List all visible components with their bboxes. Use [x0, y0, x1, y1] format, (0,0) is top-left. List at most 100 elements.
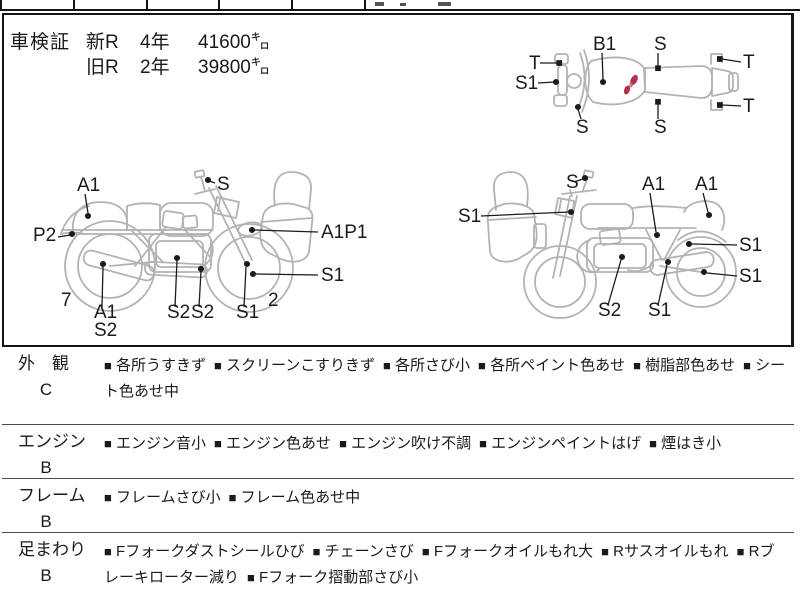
- reg-year-old: 2年: [140, 57, 170, 78]
- motorcycle-left-side-art: S1 S A1 A1 S1 S1 S2 S1: [458, 169, 762, 321]
- diagram-label: A1: [94, 302, 117, 323]
- odometer-row-new: 新R 4年 41600㌔: [86, 30, 270, 55]
- diagram-label: A1P1: [321, 222, 367, 243]
- diagram-label: S2: [167, 302, 190, 323]
- item-bullet-icon: ■: [104, 490, 112, 505]
- reg-year-new: 4年: [140, 32, 170, 53]
- odometer-new: 41600㌔: [198, 32, 270, 53]
- item-bullet-icon: ■: [601, 544, 609, 559]
- strip-divider: [291, 0, 293, 9]
- condition-item: ■ Fフォークオイルもれ大: [421, 543, 594, 560]
- item-bullet-icon: ■: [633, 358, 641, 373]
- condition-category-cell: フレーム B: [2, 479, 104, 532]
- shaken-title: 車検証: [10, 32, 71, 53]
- condition-items: ■ 各所うすきず■ スクリーンこすりきず■ 各所さび小■ 各所ペイント色あせ■ …: [104, 347, 794, 424]
- item-bullet-icon: ■: [383, 358, 391, 373]
- item-bullet-icon: ■: [104, 358, 112, 373]
- condition-category-label: 足まわり: [18, 540, 86, 559]
- strip-text-fragment: [400, 3, 406, 6]
- item-bullet-icon: ■: [478, 358, 486, 373]
- condition-category-cell: エンジン B: [2, 425, 104, 478]
- diagram-label: 2: [268, 290, 279, 311]
- condition-grade: B: [40, 458, 52, 477]
- diagram-label: S1: [458, 206, 481, 227]
- condition-item: ■ エンジンペイントはげ: [479, 435, 642, 452]
- item-bullet-icon: ■: [104, 544, 112, 559]
- diagram-label: S2: [191, 302, 214, 323]
- diagram-label: S2: [94, 320, 117, 341]
- item-bullet-icon: ■: [421, 544, 430, 559]
- item-bullet-icon: ■: [214, 358, 222, 373]
- item-bullet-icon: ■: [214, 436, 222, 451]
- condition-item: ■ スクリーンこすりきず: [214, 357, 376, 374]
- condition-grade: B: [40, 512, 52, 531]
- condition-items: ■ Fフォークダストシールひび■ チェーンさび■ Fフォークオイルもれ大■ Rサ…: [104, 533, 794, 600]
- item-bullet-icon: ■: [247, 570, 255, 585]
- condition-items: ■ エンジン音小■ エンジン色あせ■ エンジン吹け不調■ エンジンペイントはげ■…: [104, 425, 794, 478]
- odometer-old: 39800㌔: [198, 57, 270, 78]
- diagram-label: S1: [648, 300, 671, 321]
- condition-item: ■ エンジン吹け不調: [339, 435, 472, 452]
- diagram-label: B1: [593, 34, 616, 55]
- condition-item: ■ 各所うすきず: [104, 357, 207, 374]
- strip-divider: [73, 0, 75, 9]
- condition-category-label: フレーム: [18, 486, 86, 505]
- diagram-label: 7: [61, 290, 72, 311]
- strip-divider: [364, 0, 366, 9]
- condition-item: ■ 樹脂部色あせ: [633, 357, 736, 374]
- condition-item: ■ 煙はき小: [649, 435, 722, 452]
- item-bullet-icon: ■: [228, 490, 237, 505]
- motorcycle-right-side-art: A1 S P2 A1P1 S1 7 A1 S2 S2 S2 S1 2: [33, 169, 367, 341]
- condition-item: ■ Rブレーキローター減り: [104, 543, 775, 586]
- item-bullet-icon: ■: [649, 436, 657, 451]
- reg-era-new: 新R: [86, 32, 119, 53]
- condition-row-2: フレーム B ■ フレームさび小 ■ フレーム色あせ中: [2, 479, 794, 533]
- diagram-label: A1: [77, 175, 100, 196]
- condition-item: ■ Fフォーク摺動部さび小: [247, 569, 419, 586]
- motorcycle-right-side-diagram: A1 S P2 A1P1 S1 7 A1 S2 S2 S2 S1 2: [25, 160, 370, 342]
- diagram-label: S: [576, 117, 589, 138]
- item-bullet-icon: ■: [339, 436, 347, 451]
- motorcycle-top-view-diagram: B1 S T S1 S S T T: [505, 22, 795, 152]
- diagram-label: S2: [598, 300, 621, 321]
- condition-grade: B: [40, 566, 52, 585]
- strip-divider: [0, 0, 2, 9]
- condition-item: ■ シート色あせ中: [104, 357, 786, 400]
- top-table-strip: [0, 0, 800, 11]
- condition-item: ■ Fフォークダストシールひび: [104, 543, 305, 560]
- condition-item: ■ 各所さび小: [383, 357, 471, 374]
- damage-mark: [623, 74, 638, 95]
- diagram-label: T: [743, 96, 755, 117]
- diagram-label: A1: [642, 174, 665, 195]
- condition-category-label: エンジン: [18, 432, 86, 451]
- strip-text-fragment: [438, 2, 451, 6]
- reg-era-old: 旧R: [86, 57, 119, 78]
- strip-text-fragment: [375, 2, 384, 6]
- condition-item: ■ チェーンさび: [312, 543, 414, 560]
- condition-row-3: 足まわり B ■ Fフォークダストシールひび ■ チェーンさび ■ Fフォークオイルもれ…: [2, 533, 794, 600]
- item-bullet-icon: ■: [479, 436, 487, 451]
- diagram-label: T: [529, 53, 541, 74]
- condition-item: ■ エンジン音小: [104, 435, 207, 452]
- diagram-label: S1: [515, 73, 538, 94]
- condition-item: ■ 各所ペイント色あせ: [478, 357, 626, 374]
- diagram-label: A1: [695, 174, 718, 195]
- diagram-label: T: [743, 52, 755, 73]
- condition-category-cell: 足まわり B: [2, 533, 104, 600]
- inspection-header: 車検証 新R 4年 41600㌔ 旧R 2年 39800㌔: [10, 30, 270, 80]
- strip-divider: [218, 0, 220, 9]
- condition-item: ■ フレームさび小: [104, 489, 221, 506]
- odometer-row-old: 旧R 2年 39800㌔: [86, 55, 270, 80]
- diagram-label: S: [217, 174, 230, 195]
- diagram-label: S: [654, 34, 667, 55]
- item-bullet-icon: ■: [312, 544, 321, 559]
- condition-item: ■ フレーム色あせ中: [228, 489, 361, 506]
- diagram-label: S: [654, 117, 667, 138]
- diagram-label: S1: [236, 302, 259, 323]
- motorcycle-top-view-art: B1 S T S1 S S T T: [515, 34, 755, 138]
